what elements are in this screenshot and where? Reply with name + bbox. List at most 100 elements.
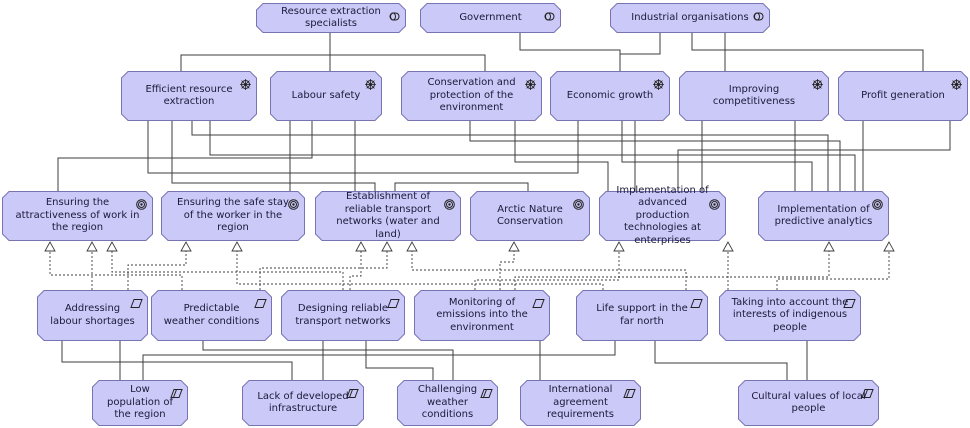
arrowhead-triangle-icon (106, 241, 118, 252)
arrowhead-triangle-icon (381, 241, 393, 252)
influence-connection[interactable] (202, 341, 454, 380)
goal-element[interactable]: Ensuring the safe stay of the worker in … (161, 191, 305, 241)
realization-connection[interactable] (259, 248, 388, 290)
influence-connection[interactable] (654, 341, 788, 380)
element-shape (281, 290, 405, 341)
influence-connection[interactable] (57, 121, 313, 191)
driver-icon (950, 75, 963, 90)
influence-connection[interactable] (677, 121, 951, 191)
element-label: Labour safety (291, 89, 361, 101)
constraint-element[interactable]: Lack of developed infrastructure (242, 380, 364, 426)
realization-connection[interactable] (474, 248, 620, 290)
constraint-icon (623, 384, 636, 398)
driver-icon (811, 75, 824, 90)
element-label: Improving competitiveness (712, 83, 796, 108)
realization-connection[interactable] (111, 248, 344, 290)
realization-connection[interactable] (499, 248, 515, 290)
driver-element[interactable]: Profit generation (838, 71, 968, 121)
requirement-element[interactable]: Predictable weather conditions (151, 290, 272, 341)
element-shape (121, 71, 257, 121)
requirement-element[interactable]: Designing reliable transport networks (281, 290, 405, 341)
arrowhead-triangle-icon (180, 241, 192, 252)
influence-connection[interactable] (147, 121, 579, 174)
goal-element[interactable]: Arctic Nature Conservation (470, 191, 590, 241)
stakeholder-element[interactable]: Government (420, 3, 561, 33)
driver-icon (364, 75, 377, 90)
driver-element[interactable]: Economic growth (550, 71, 670, 121)
requirement-element[interactable]: Addressing labour shortages (37, 290, 148, 341)
element-label: Low population of the region (106, 384, 174, 421)
realization-connection[interactable] (776, 248, 890, 290)
element-label: Establishment of reliable transport netw… (336, 191, 440, 240)
element-shape (151, 290, 272, 341)
arrowhead-triangle-icon (613, 241, 625, 252)
constraint-element[interactable]: Low population of the region (92, 380, 188, 426)
constraint-icon (346, 384, 359, 398)
requirement-element[interactable]: Monitoring of emissions into the environ… (414, 290, 550, 341)
goal-element[interactable]: Implementation of advanced production te… (599, 185, 726, 246)
constraint-icon (170, 384, 183, 398)
element-label: Taking into account the interests of ind… (731, 296, 849, 333)
element-shape (161, 191, 305, 241)
goal-element[interactable]: Implementation of predictive analytics (758, 191, 889, 241)
constraint-element[interactable]: Cultural values of local people (738, 380, 879, 426)
influence-connection[interactable] (394, 182, 529, 191)
requirement-icon (843, 294, 856, 308)
driver-element[interactable]: Conservation and protection of the envir… (401, 71, 542, 121)
constraint-element[interactable]: International agreement requirements (520, 380, 641, 426)
element-label: Industrial organisations (631, 11, 749, 23)
influence-connection[interactable] (519, 33, 621, 71)
arrowhead-triangle-icon (883, 241, 895, 252)
realization-connection[interactable] (411, 248, 687, 290)
arrowhead-triangle-icon (231, 241, 243, 252)
influence-connection[interactable] (171, 121, 376, 191)
element-label: Ensuring the safe stay of the worker in … (177, 197, 289, 234)
element-shape (576, 290, 708, 341)
influence-connection[interactable] (61, 341, 293, 380)
influence-connection[interactable] (209, 121, 856, 191)
influence-connection[interactable] (180, 54, 330, 71)
constraint-element[interactable]: Challenging weather conditions (397, 380, 498, 426)
element-shape (397, 380, 498, 426)
arrowhead-triangle-icon (44, 241, 56, 252)
element-label: Implementation of predictive analytics (774, 203, 873, 228)
influence-connection[interactable] (620, 33, 661, 55)
realization-connection[interactable] (127, 248, 187, 290)
element-label: Ensuring the attractiveness of work in t… (15, 197, 140, 234)
influence-connection[interactable] (514, 121, 609, 191)
influence-connection[interactable] (330, 54, 486, 71)
element-label: Predictable weather conditions (163, 303, 260, 327)
driver-element[interactable]: Improving competitiveness (679, 71, 829, 121)
influence-connection[interactable] (365, 341, 434, 380)
influence-connection[interactable] (691, 33, 924, 71)
element-label: Cultural values of local people (751, 390, 866, 415)
realization-connection[interactable] (514, 248, 830, 290)
arrowhead-triangle-icon (406, 241, 418, 252)
arrowhead-triangle-icon (823, 241, 835, 252)
driver-icon (652, 75, 665, 90)
goal-element[interactable]: Establishment of reliable transport netw… (315, 191, 461, 241)
influence-connection[interactable] (142, 341, 616, 380)
element-label: Profit generation (861, 89, 945, 101)
influence-connection[interactable] (621, 121, 813, 191)
influence-connection[interactable] (469, 121, 841, 191)
element-label: Lack of developed infrastructure (257, 390, 349, 415)
driver-element[interactable]: Labour safety (270, 71, 382, 121)
element-label: Designing reliable transport networks (295, 303, 391, 327)
requirement-element[interactable]: Taking into account the interests of ind… (719, 290, 861, 341)
arrowhead-triangle-icon (722, 241, 734, 252)
driver-element[interactable]: Efficient resource extraction (121, 71, 257, 121)
arrowhead-triangle-icon (355, 241, 367, 252)
constraint-icon (480, 384, 493, 398)
realization-connection[interactable] (49, 248, 183, 290)
goal-element[interactable]: Ensuring the attractiveness of work in t… (2, 191, 153, 241)
element-shape (719, 290, 861, 341)
influence-connection[interactable] (191, 121, 829, 191)
element-label: Life support in the far north (596, 303, 688, 327)
requirement-element[interactable]: Life support in the far north (576, 290, 708, 341)
goal-icon (871, 195, 884, 210)
realization-connection[interactable] (236, 248, 604, 290)
stakeholder-element[interactable]: Industrial organisations (610, 3, 770, 33)
stakeholder-element[interactable]: Resource extraction specialists (256, 3, 406, 33)
